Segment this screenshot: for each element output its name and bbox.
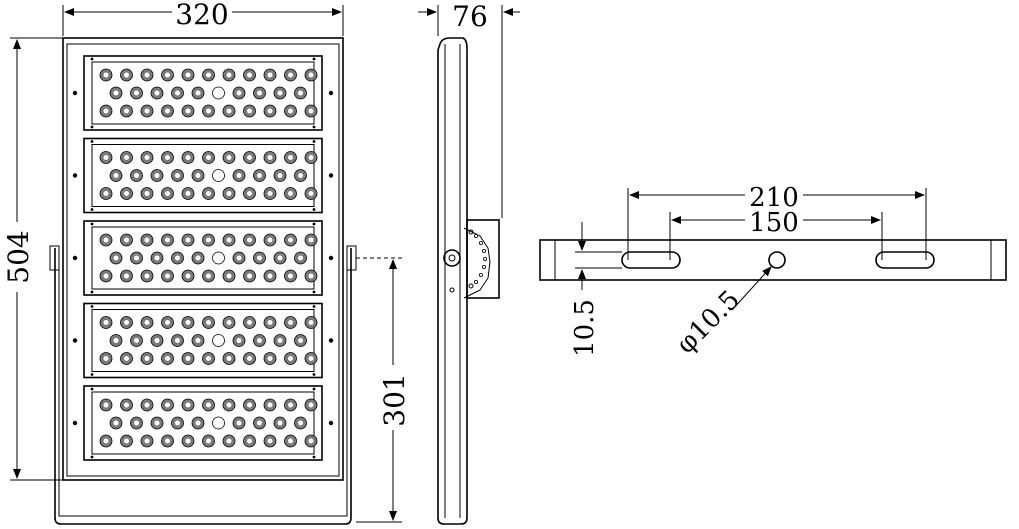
bracket-bar — [539, 239, 1007, 281]
led-module — [72, 137, 334, 214]
screw-icon — [72, 255, 78, 261]
width-dimension: 320 — [62, 0, 344, 36]
depth-label: 76 — [452, 0, 488, 33]
right-slot — [875, 251, 935, 269]
led-lens-icon — [212, 169, 225, 182]
side-view — [437, 37, 500, 525]
center-hole — [768, 251, 786, 269]
mounting-bracket — [54, 248, 352, 525]
depth-dimension: 76 — [418, 0, 520, 218]
screw-icon — [328, 90, 334, 96]
led-module — [72, 220, 334, 296]
screw-icon — [328, 338, 334, 343]
outer-spacing-dimension: 210 — [627, 183, 927, 260]
bracket-dimension: 301 — [356, 257, 411, 523]
screw-icon — [72, 338, 78, 343]
led-module — [72, 55, 334, 131]
left-slot — [621, 251, 681, 269]
height-label: 504 — [2, 230, 35, 283]
front-view — [49, 37, 357, 525]
hole-diameter-label: φ10.5 — [671, 285, 746, 360]
bracket-view — [539, 239, 1007, 281]
driver-box — [466, 219, 500, 299]
screw-icon — [72, 420, 78, 426]
width-label: 320 — [175, 0, 228, 31]
screw-icon — [328, 173, 334, 178]
pivot-bolt — [443, 249, 461, 267]
led-lens-icon — [212, 251, 225, 265]
led-lens-icon — [212, 416, 225, 430]
led-module — [72, 385, 334, 461]
slot-width-label: 10.5 — [570, 299, 600, 357]
front-housing — [62, 37, 344, 481]
inner-spacing-dimension: 150 — [669, 208, 883, 260]
hole-dimension: φ10.5 — [671, 266, 772, 360]
bracket-height-label: 301 — [378, 373, 411, 426]
screw-icon — [72, 173, 78, 178]
outer-spacing-label: 210 — [749, 183, 799, 213]
led-lens-icon — [212, 86, 225, 100]
screw-icon — [72, 90, 78, 96]
led-module — [72, 302, 334, 379]
slot-dimension: 10.5 — [570, 222, 622, 357]
led-lens-icon — [212, 334, 225, 347]
screw-icon — [328, 420, 334, 426]
led-modules — [72, 55, 334, 461]
side-housing — [437, 37, 468, 525]
height-dimension: 504 — [2, 37, 62, 481]
inner-spacing-label: 150 — [749, 208, 799, 238]
screw-icon — [328, 255, 334, 261]
